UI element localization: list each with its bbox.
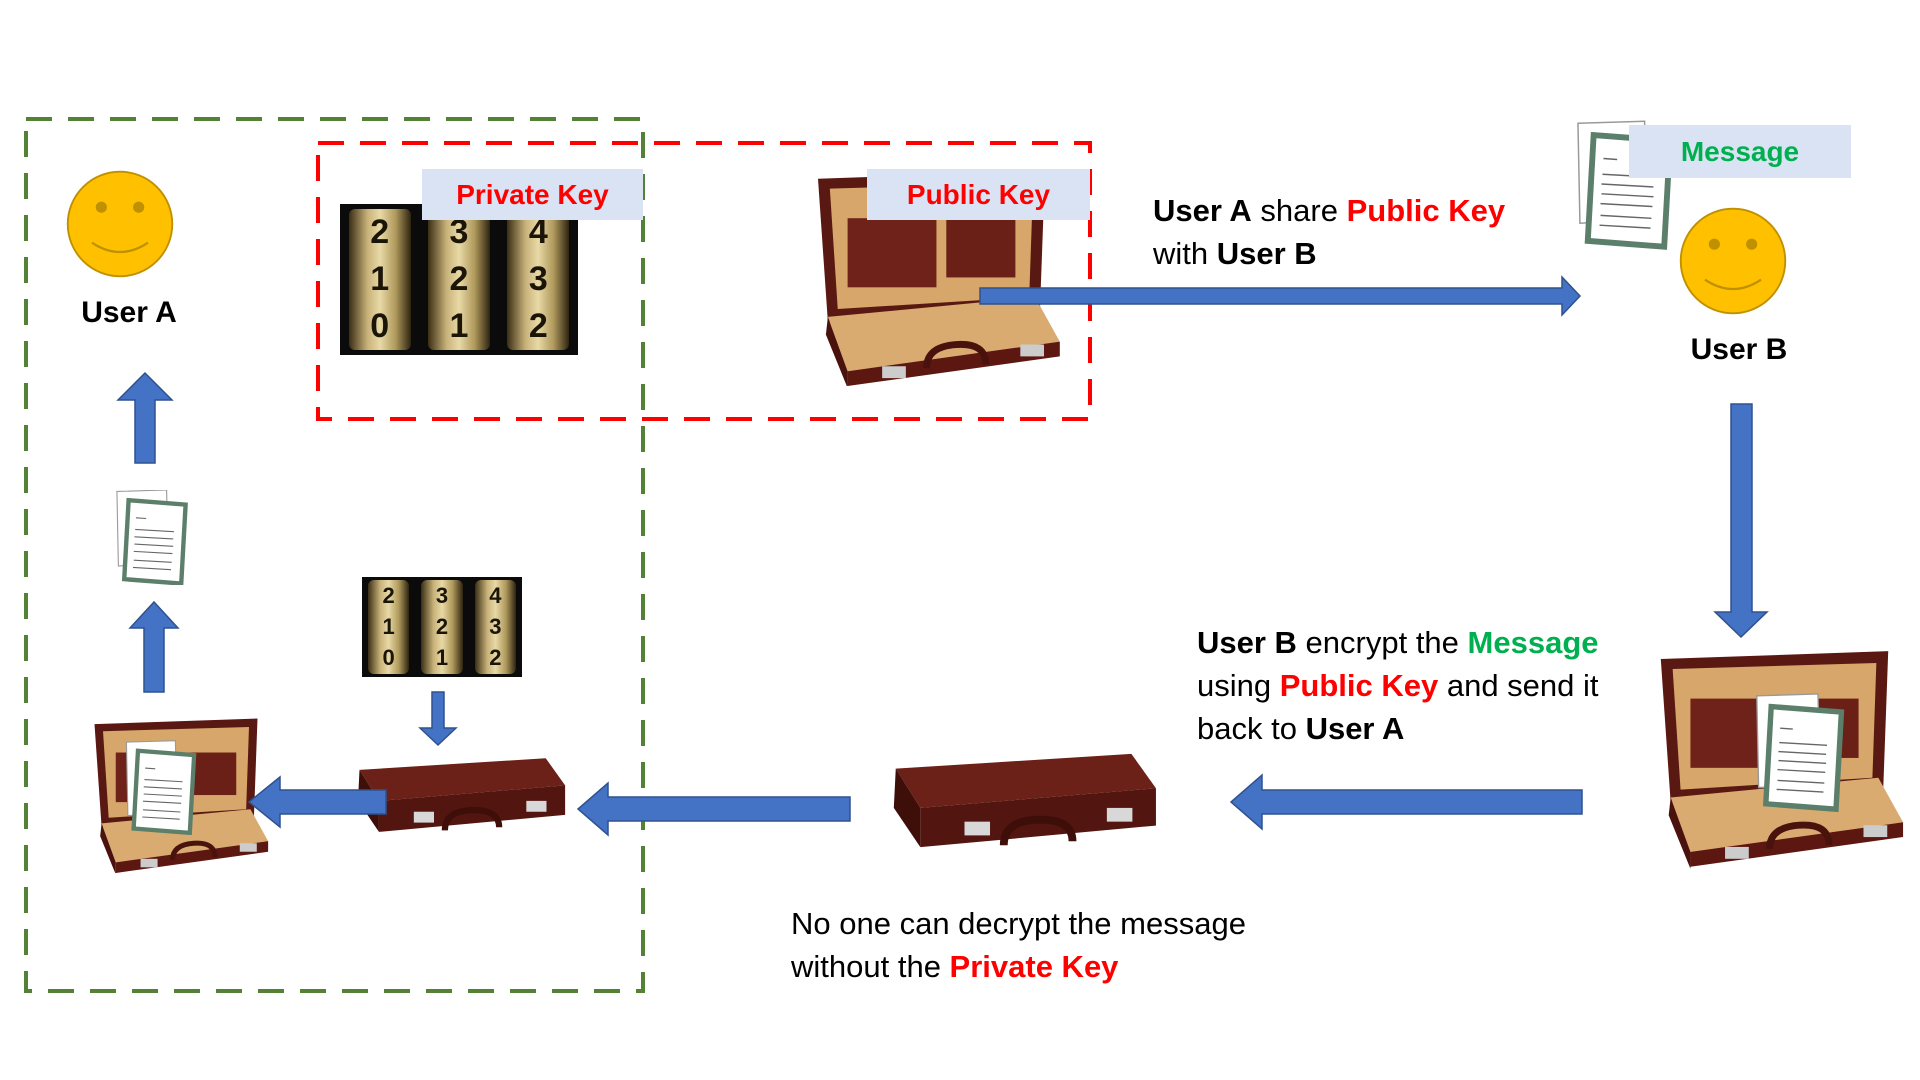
decrypted-message-in-briefcase-icon (126, 741, 194, 833)
lock-wheel: 4 3 2 (507, 208, 570, 351)
lock-digit: 1 (382, 613, 395, 639)
caption-line: User A share Public Key (1153, 189, 1505, 232)
text-message: Message (1467, 625, 1599, 660)
lock-digit: 3 (489, 613, 502, 639)
private-key-lock-image-small: 2 1 0 3 2 1 4 3 2 (362, 577, 522, 677)
lock-digit: 3 (449, 212, 469, 251)
lock-digit: 2 (370, 212, 390, 251)
lock-digit: 2 (435, 613, 449, 639)
lock-digit: 0 (382, 645, 395, 671)
text: without the (791, 949, 950, 984)
caption-line: using Public Key and send it (1197, 664, 1599, 707)
text: with (1153, 236, 1217, 271)
private-key-label: Private Key (422, 169, 643, 220)
lock-wheel: 2 1 0 (367, 580, 410, 674)
text-user-b: User B (1216, 236, 1317, 271)
text-user-a: User A (1305, 711, 1405, 746)
text: and send it (1438, 668, 1599, 703)
user-b-smiley-icon (1679, 207, 1787, 315)
lock-digit: 2 (449, 260, 469, 298)
text-user-a: User A (1153, 193, 1252, 228)
lock-digit: 3 (528, 260, 548, 298)
lock-digit: 4 (489, 582, 502, 608)
lock-digit: 3 (435, 582, 449, 608)
message-in-briefcase-icon (1757, 694, 1842, 809)
user-b-label: User B (1690, 333, 1788, 366)
message-label: Message (1629, 125, 1851, 178)
lock-digit: 0 (370, 307, 390, 346)
text-private-key: Private Key (949, 949, 1119, 984)
lock-wheel: 3 2 1 (421, 580, 463, 674)
lock-digit: 1 (435, 645, 449, 671)
lock-digit: 4 (528, 212, 548, 251)
caption-line: No one can decrypt the message (791, 906, 1246, 941)
arrow-unlock-left (247, 775, 387, 829)
caption-line: without the Private Key (791, 945, 1246, 988)
text: encrypt the (1296, 625, 1468, 660)
lock-digit: 2 (489, 645, 502, 671)
closed-briefcase-encrypted (894, 754, 1156, 847)
arrow-up-upper (116, 371, 174, 464)
text-public-key: Public Key (1279, 668, 1439, 703)
lock-digit: 1 (449, 307, 469, 346)
private-key-lock-image: 2 1 0 3 2 1 4 3 2 (340, 204, 578, 355)
public-zone-border (316, 141, 1092, 421)
caption-line: with User B (1153, 232, 1505, 275)
caption-line: User B encrypt the Message (1197, 621, 1599, 664)
private-zone-border (24, 117, 645, 993)
text: using (1197, 668, 1280, 703)
decrypted-message-document-icon (117, 490, 186, 584)
text-public-key: Public Key (1346, 193, 1506, 228)
lock-digit: 1 (370, 260, 390, 298)
arrow-up-lower (128, 600, 180, 693)
user-a-label: User A (81, 296, 177, 329)
text-user-b: User B (1197, 625, 1297, 660)
arrow-send-back (1229, 773, 1583, 831)
text: share (1251, 193, 1347, 228)
lock-digit: 2 (528, 307, 548, 346)
user-a-smiley-icon (66, 170, 174, 278)
lock-wheel: 4 3 2 (474, 580, 517, 674)
decrypt-caption: No one can decrypt the message without t… (791, 902, 1246, 988)
text: back to (1197, 711, 1306, 746)
caption-line: back to User A (1197, 707, 1599, 750)
arrow-key-down (418, 691, 458, 747)
lock-digit: 2 (382, 582, 395, 608)
lock-wheel: 3 2 1 (428, 208, 490, 351)
public-key-label: Public Key (867, 169, 1090, 220)
lock-wheel: 2 1 0 (348, 208, 411, 351)
arrow-to-private-zone (576, 781, 851, 837)
encrypt-caption: User B encrypt the Message using Public … (1197, 621, 1599, 750)
share-public-key-caption: User A share Public Key with User B (1153, 189, 1505, 275)
arrow-down-to-encrypt (1713, 403, 1769, 639)
closed-briefcase-small (358, 758, 565, 832)
arrow-share-public-key (979, 275, 1582, 317)
